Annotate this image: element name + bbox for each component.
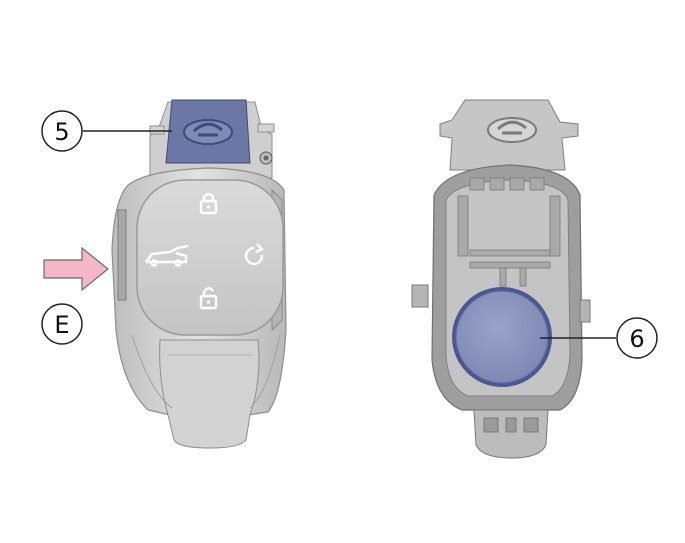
fob-back-clip-left [412,285,428,307]
fob-front-lower [160,340,259,448]
fob-front-side-slot [118,210,126,300]
battery-coin-cell [452,287,552,387]
callout-5-label: 5 [54,118,69,146]
fob-front [112,100,286,448]
logo-emblem-back-icon [488,118,536,142]
fob-front-tab-right [258,124,274,132]
logo-emblem-icon [184,120,232,144]
fob-back [412,100,590,458]
fob-back-connector [474,410,548,458]
callout-e: E [42,304,82,344]
fob-front-tab-left [150,126,164,134]
callout-e-label: E [54,311,69,339]
callout-6-label: 6 [629,325,644,353]
insert-arrow-icon [44,248,108,290]
fob-back-clip-right [580,300,590,322]
